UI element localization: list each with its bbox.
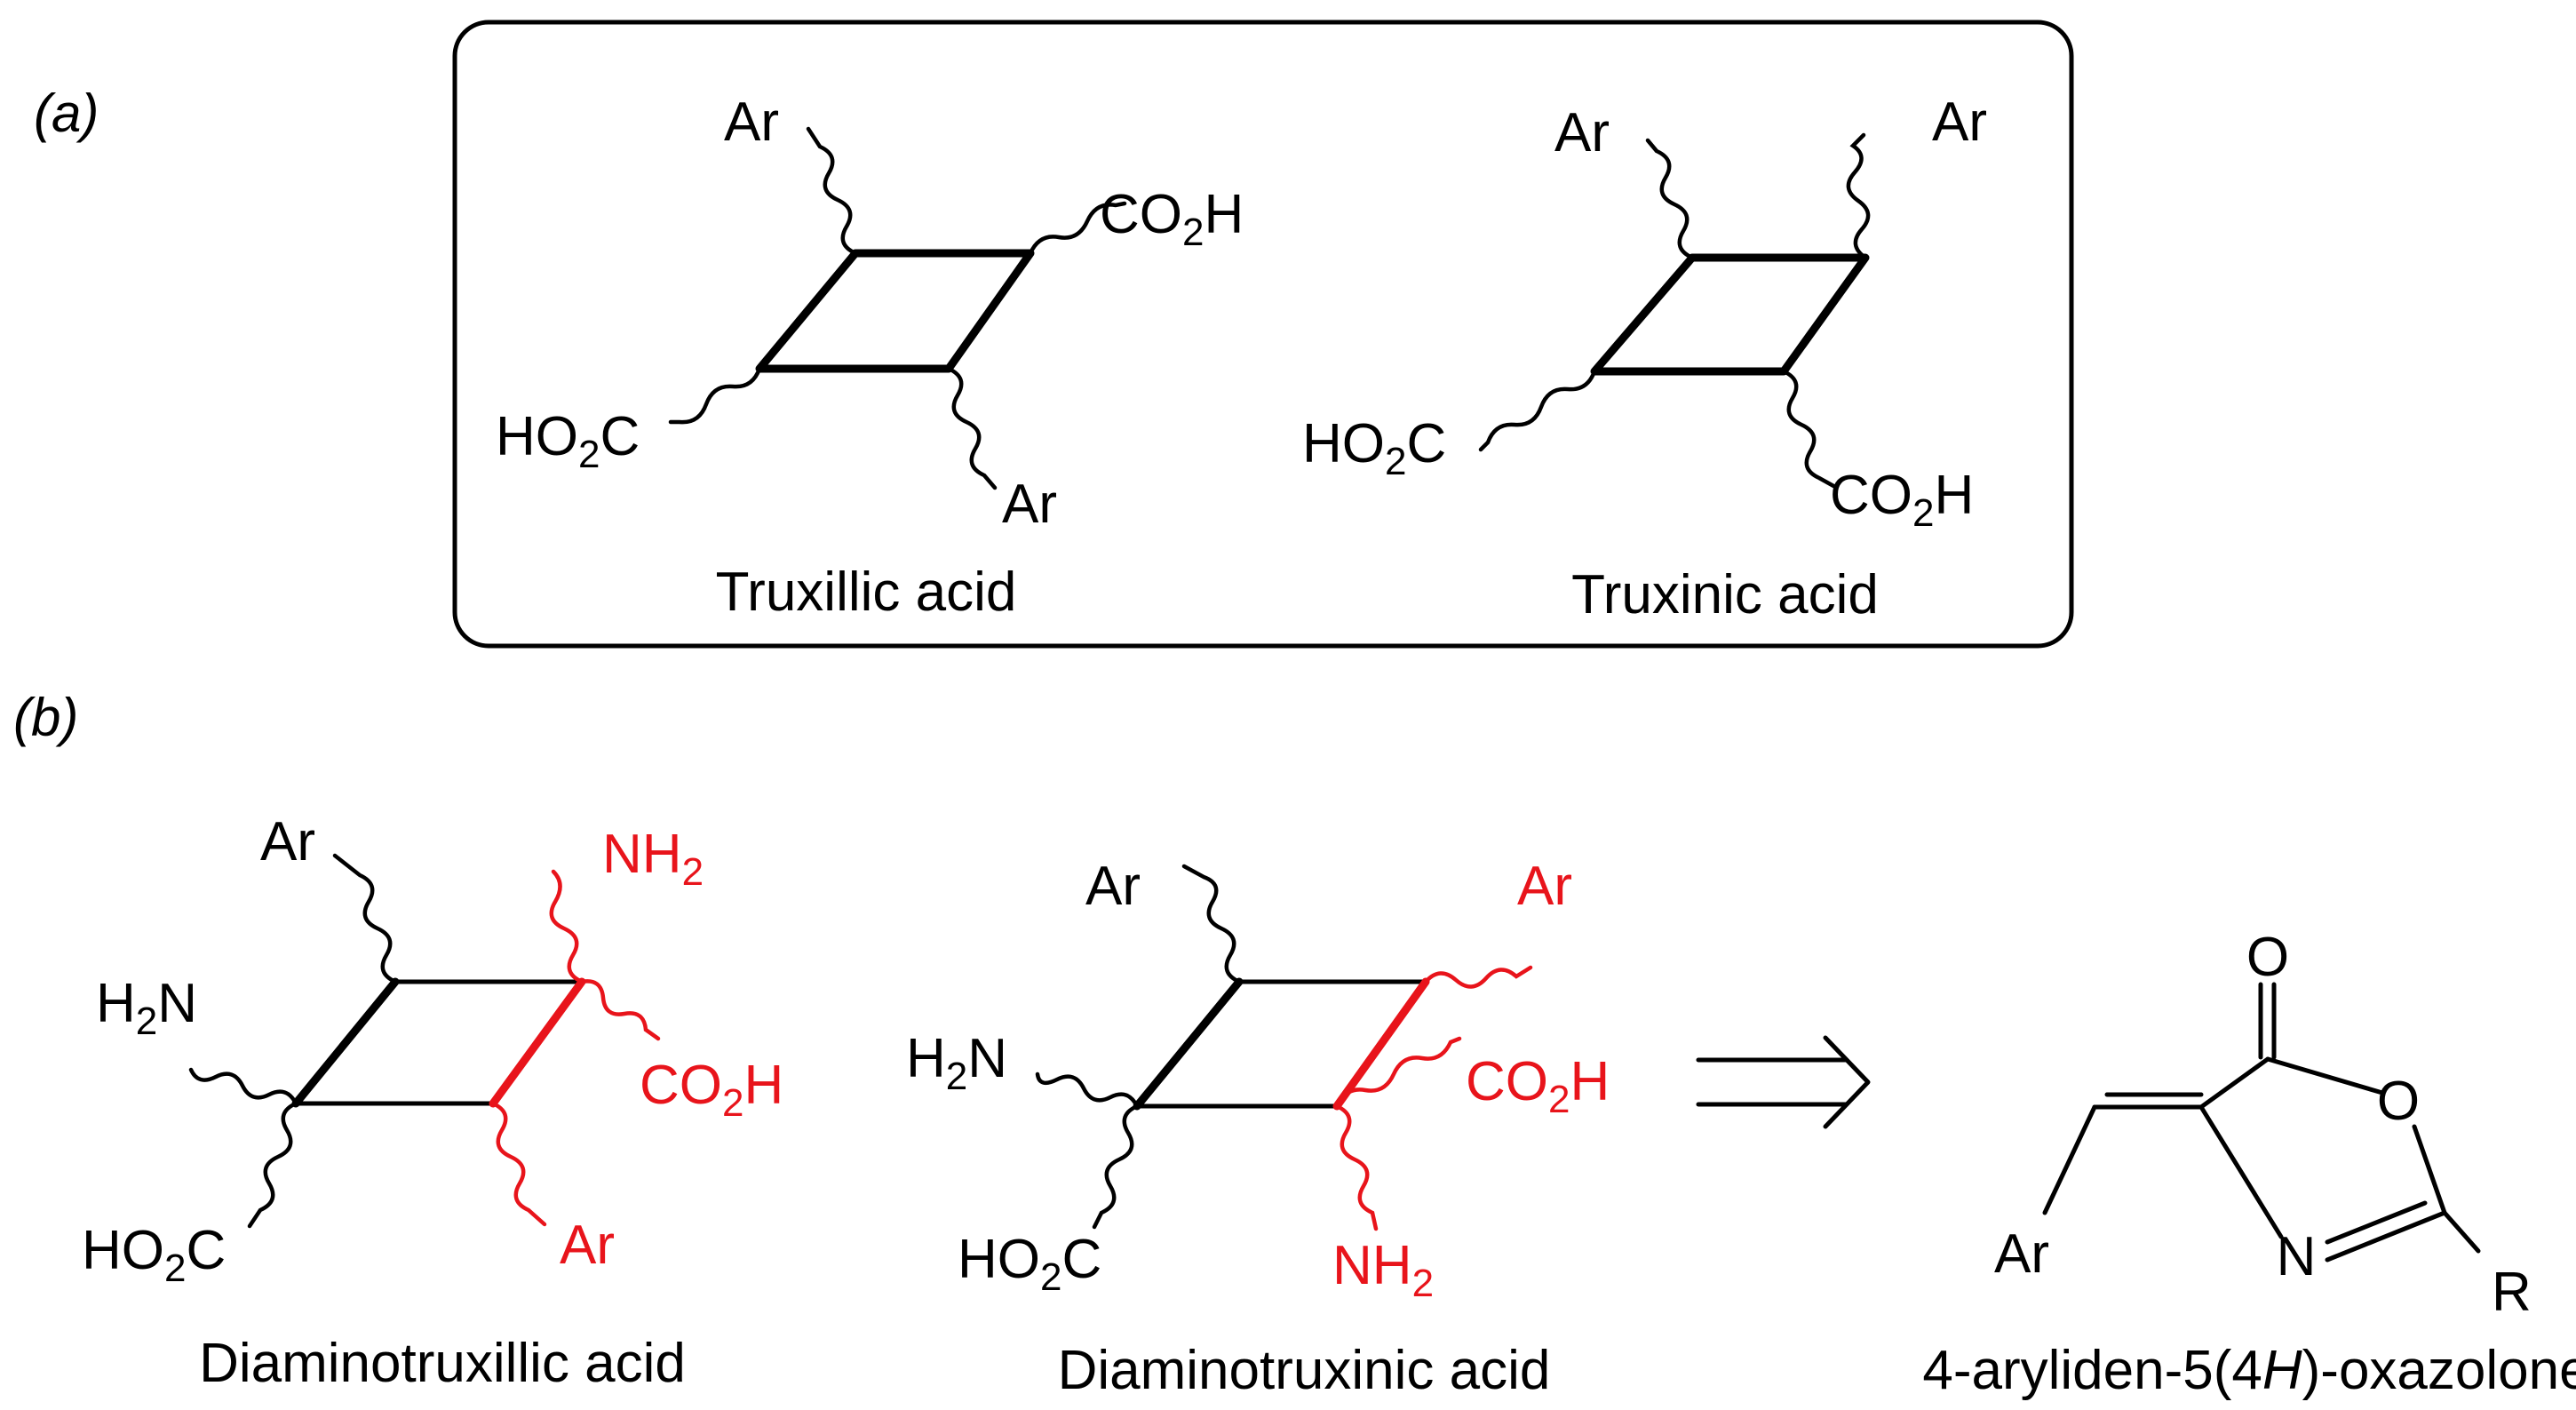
wavy-bond [188, 1067, 298, 1106]
wavy-bond [946, 366, 998, 490]
ho2c-label: HO2C [496, 406, 640, 476]
truxinic-caption: Truxinic acid [1571, 564, 1879, 625]
ring-bond-red [489, 977, 586, 1108]
cyclobutane-ring [755, 249, 1035, 373]
ring-double-bond [2325, 1200, 2428, 1245]
truxillic-caption: Truxillic acid [716, 562, 1017, 623]
wavy-bond [247, 1101, 298, 1229]
ring-nitrogen-label: N [2277, 1226, 2317, 1287]
diaminotruxillic-acid-structure: Ar H2N HO2C NH2 CO2H Ar Diaminotruxillic… [82, 811, 783, 1394]
wavy-bond [806, 126, 858, 256]
oxazolone-structure: O O N Ar R 4-aryliden-5(4H)-oxazolone [1922, 927, 2576, 1401]
wavy-bond [668, 366, 762, 425]
ring-bond [2198, 1104, 2284, 1239]
truxillic-acid-structure: Ar CO2H HO2C Ar Truxillic acid [496, 92, 1244, 623]
ar-label-red: Ar [1517, 856, 1572, 917]
h2n-label: H2N [96, 973, 197, 1043]
wavy-bond [1028, 201, 1127, 256]
diaminotruxillic-caption: Diaminotruxillic acid [199, 1333, 686, 1394]
ar-label: Ar [260, 811, 315, 872]
ar-label: Ar [724, 92, 779, 153]
wavy-bond-red [1334, 1036, 1462, 1109]
wavy-bond-red [549, 869, 584, 984]
carbonyl-oxygen-label: O [2246, 927, 2289, 988]
wavy-bond [1092, 1103, 1140, 1230]
r-bond [2442, 1210, 2481, 1254]
panel-b-label: (b) [13, 688, 78, 747]
diaminotruxinic-acid-structure: Ar H2N HO2C Ar CO2H NH2 Diaminotruxinic … [906, 856, 1610, 1401]
ring-bond-bold [1133, 977, 1244, 1111]
wavy-bond-red [1423, 965, 1533, 989]
co2h-label: CO2H [1100, 184, 1244, 254]
ring-bond-bold [291, 977, 400, 1108]
wavy-bond [1781, 369, 1838, 490]
wavy-bond [1035, 1071, 1140, 1109]
ring-bond [2412, 1124, 2447, 1215]
r-label: R [2492, 1262, 2532, 1323]
truxinic-acid-structure: Ar Ar HO2C CO2H Truxinic acid [1302, 92, 1987, 625]
wavy-bond [1645, 138, 1695, 260]
co2h-label-red: CO2H [1466, 1051, 1610, 1121]
diaminotruxinic-caption: Diaminotruxinic acid [1058, 1340, 1551, 1401]
arrow-head [1823, 1035, 1871, 1129]
nh2-label-red: NH2 [602, 824, 704, 894]
ring-bond [2198, 1056, 2270, 1110]
ring-bond [2265, 1056, 2385, 1095]
cyclobutane-ring [1590, 253, 1870, 376]
ar-bond [2042, 1104, 2097, 1215]
ar-label-red: Ar [560, 1215, 615, 1276]
h2n-label: H2N [906, 1028, 1007, 1098]
co2h-label: CO2H [1830, 465, 1974, 535]
retrosynthetic-arrow [1696, 1035, 1871, 1129]
wavy-bond-red [490, 1101, 547, 1227]
ring-bond-red [1332, 977, 1430, 1111]
nh2-label-red: NH2 [1332, 1235, 1434, 1305]
ar-label: Ar [1085, 856, 1141, 917]
ar-label: Ar [1554, 102, 1610, 163]
panel-a-box [452, 20, 2074, 649]
ar-label: Ar [1932, 92, 1987, 153]
ho2c-label: HO2C [82, 1220, 226, 1290]
panel-a-label: (a) [34, 84, 99, 143]
co2h-label-red: CO2H [640, 1055, 783, 1125]
wavy-bond-red [579, 979, 661, 1041]
ar-label: Ar [1002, 474, 1057, 535]
wavy-bond-red [1334, 1103, 1379, 1231]
wavy-bond [1478, 369, 1597, 452]
ar-label: Ar [1994, 1223, 2049, 1285]
ring-oxygen-label: O [2377, 1071, 2420, 1132]
ring-double-bond [2325, 1210, 2447, 1263]
wavy-bond [1846, 132, 1871, 260]
ho2c-label: HO2C [958, 1229, 1101, 1299]
wavy-bond [1181, 864, 1242, 984]
ho2c-label: HO2C [1302, 413, 1446, 483]
oxazolone-caption: 4-aryliden-5(4H)-oxazolone [1922, 1340, 2576, 1401]
wavy-bond [332, 853, 398, 984]
